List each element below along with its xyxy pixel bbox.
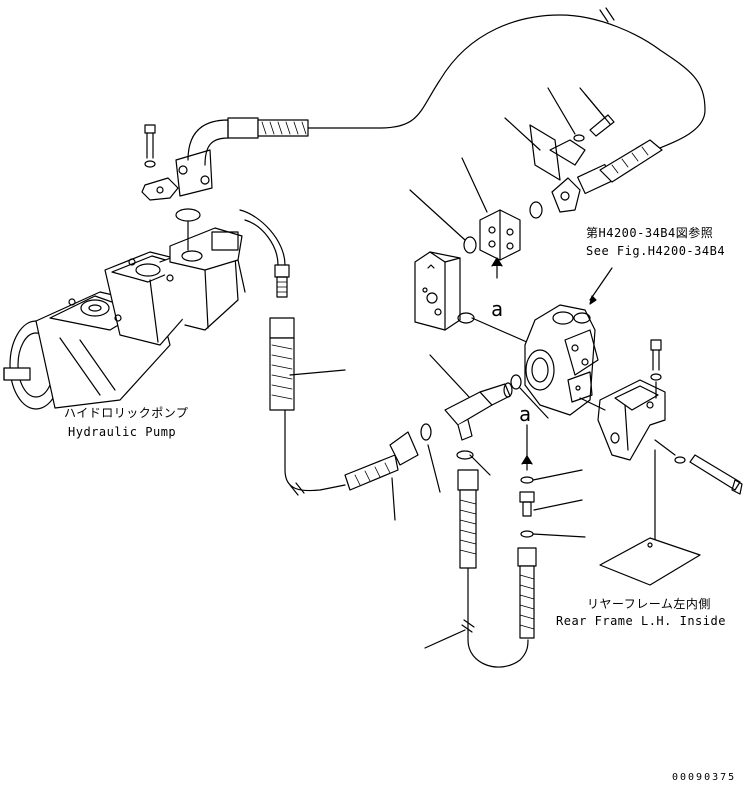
mounting-bracket <box>579 339 743 586</box>
manifold-block <box>409 157 546 351</box>
hydraulic-pump <box>3 227 246 410</box>
valve-inlet-fittings <box>504 87 663 219</box>
tee-fitting <box>420 354 513 493</box>
upper-hose <box>307 7 706 151</box>
rear-frame-label-jp: リヤーフレーム左内側 <box>587 597 711 611</box>
hydraulic-pump-label-en: Hydraulic Pump <box>68 425 177 439</box>
pressure-hose <box>239 209 419 521</box>
drawing-code: 00090375 <box>672 772 737 783</box>
valve-body <box>510 267 613 419</box>
pump-outlet-fittings <box>141 117 309 251</box>
hydraulic-pump-label-jp: ハイドロリックポンプ <box>64 406 189 420</box>
drain-fittings <box>517 424 586 639</box>
rear-frame-label-en: Rear Frame L.H. Inside <box>556 614 726 628</box>
return-hose <box>424 469 529 668</box>
connection-marker-a-upper: a <box>491 297 504 321</box>
connection-marker-a-lower: a <box>519 402 532 426</box>
see-fig-label-en: See Fig.H4200-34B4 <box>586 244 726 258</box>
see-fig-label-jp: 第H4200-34B4図参照 <box>586 226 714 240</box>
